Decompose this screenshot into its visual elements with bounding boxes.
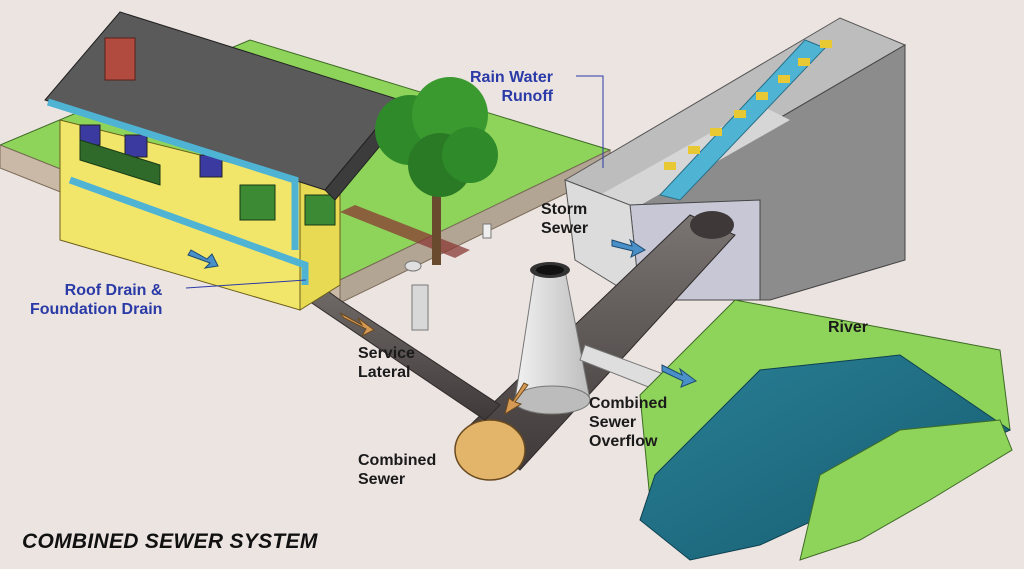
- runoff-leader-line: [576, 75, 604, 168]
- combined-sewer-overflow-label: Combined Sewer Overflow: [589, 395, 668, 450]
- combined-sewer-label: Combined Sewer: [358, 452, 437, 488]
- flow-arrows: [187, 238, 698, 416]
- river: [639, 299, 1013, 561]
- rain-water-runoff-label: Rain Water Runoff: [470, 69, 553, 105]
- cleanout-cap: [404, 260, 422, 272]
- cleanout-post: [482, 223, 492, 239]
- house: [44, 11, 411, 311]
- lateral-flow-arrow: [339, 312, 375, 338]
- roof-foundation-drain-label: Roof Drain & Foundation Drain: [30, 282, 163, 318]
- service-lateral-label: Service Lateral: [358, 345, 415, 381]
- overflow-flow-arrow: [661, 364, 698, 388]
- storm-sewer-label: Storm Sewer: [541, 201, 589, 237]
- sewer-flow-arrow: [504, 382, 529, 416]
- tree: [375, 77, 498, 265]
- street-block: [563, 17, 907, 301]
- river-label: River: [828, 319, 869, 336]
- diagram-title: COMBINED SEWER SYSTEM: [22, 530, 318, 553]
- regulator-chamber: [513, 262, 591, 415]
- roof-drain-leader-line: [185, 279, 307, 289]
- storm-flow-arrow: [611, 238, 646, 258]
- roof-drain-flow-arrow: [187, 249, 219, 269]
- leader-lines: [185, 75, 604, 289]
